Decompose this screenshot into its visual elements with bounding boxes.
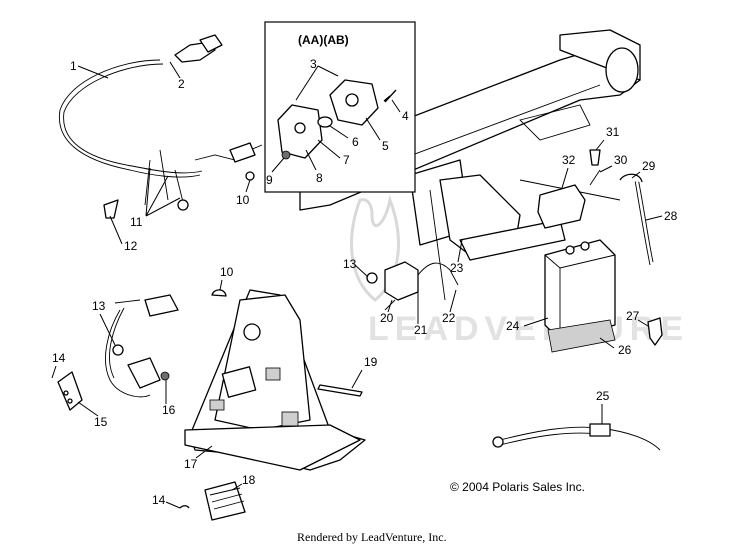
callout-19: 19 [364,355,378,369]
callout-2: 2 [178,77,185,91]
wiring-harness [58,34,263,219]
callout-21: 21 [414,323,428,337]
callout-3: 3 [310,57,317,71]
bolt-19 [317,384,363,397]
callout-13-right: 13 [343,257,357,271]
callout-6: 6 [352,135,359,149]
callout-9: 9 [266,173,273,187]
callout-30: 30 [614,153,628,167]
callout-10-lower: 10 [220,265,234,279]
callout-10-top: 10 [236,193,250,207]
callout-labels: 1 2 3 4 5 6 7 8 9 10 11 12 13 10 13 19 2… [51,57,678,509]
callout-18: 18 [242,473,256,487]
cable-25 [492,423,661,451]
callout-31: 31 [606,125,620,139]
inset-title: (AA)(AB) [298,33,349,47]
watermark: LEADVENTURE [350,194,689,348]
callout-24: 24 [506,319,520,333]
watermark-text: LEADVENTURE [368,310,689,348]
callout-1: 1 [70,59,77,73]
callout-20: 20 [380,311,394,325]
regulator-18 [179,481,246,521]
inset-box: (AA)(AB) [264,21,416,193]
callout-15: 15 [94,415,108,429]
mounting-plate [184,289,366,471]
callout-11: 11 [130,215,143,229]
callout-14-lower: 14 [152,493,166,507]
callout-7: 7 [343,153,350,167]
callout-26: 26 [618,343,632,357]
callout-23: 23 [450,261,464,275]
footer-text: Rendered by LeadVenture, Inc. [297,530,447,544]
callout-12: 12 [124,239,138,253]
callout-14-left: 14 [52,351,66,365]
callout-17: 17 [184,457,198,471]
solenoid [366,261,459,311]
rectifier-15 [57,371,83,411]
callout-16: 16 [162,403,176,417]
callout-5: 5 [382,139,389,153]
callout-22: 22 [442,311,456,325]
battery-assembly [537,149,663,353]
callout-13-left: 13 [92,299,106,313]
callout-8: 8 [316,171,323,185]
callout-32: 32 [562,153,576,167]
callout-29: 29 [642,159,656,173]
copyright-text: © 2004 Polaris Sales Inc. [450,480,585,494]
callout-27: 27 [626,309,640,323]
callout-25: 25 [596,389,610,403]
callout-28: 28 [664,209,678,223]
ignition-coil [105,289,227,398]
callout-4: 4 [402,109,409,123]
